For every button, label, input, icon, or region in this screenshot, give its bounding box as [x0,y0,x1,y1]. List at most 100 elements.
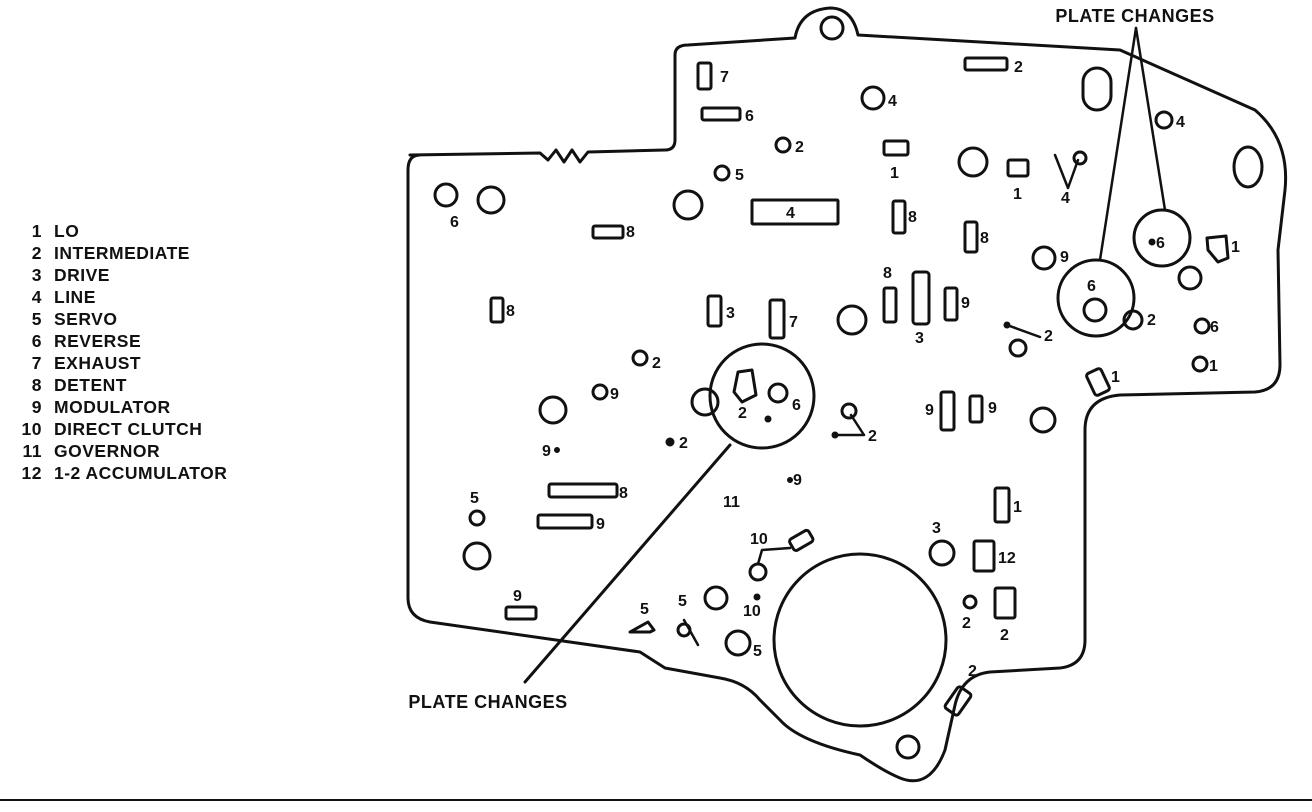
port-label: 5 [678,593,687,610]
leader-line [1134,26,1167,212]
port-opening [1031,245,1057,271]
slot-port [547,482,619,499]
large-bore [772,552,948,728]
slot-port [591,224,625,240]
port-opening [538,395,568,425]
port-opening [836,304,868,336]
port-opening [713,164,731,182]
port-opening [1122,309,1144,331]
port-label: 9 [513,588,522,605]
port-label: 4 [1176,114,1185,131]
port-opening [1008,338,1028,358]
passage-line [1005,323,1042,339]
slot-port [489,296,505,324]
port-label: 2 [968,663,977,680]
slot-port [943,685,973,717]
port-opening [1154,110,1174,130]
port-opening [476,185,506,215]
leader-line [523,443,732,684]
port-opening [631,349,649,367]
slot-port [943,286,959,322]
port-label: 2 [1147,312,1156,329]
slot-port [504,605,538,621]
port-opening [1193,317,1211,335]
slot-port [911,270,931,326]
port-label: 5 [470,490,479,507]
port-label: 8 [506,303,515,320]
port-opening [1177,265,1203,291]
slot-port [882,286,898,324]
port-label: 4 [888,93,897,110]
port-label: 9 [596,516,605,533]
slot-port [1006,158,1030,178]
port-opening [703,585,729,611]
port-opening [690,387,720,417]
port-label: 6 [450,214,459,231]
port-label: 8 [908,209,917,226]
port-label: 2 [652,355,661,372]
plate-changes-callout-top: PLATE CHANGES [1055,6,1214,26]
port-label: 3 [932,520,941,537]
slot-port [536,513,594,530]
slot-hole [1232,145,1264,189]
port-opening [1029,406,1057,434]
slot-port [788,528,815,552]
slot-port [963,220,979,254]
port-label: 2 [1014,59,1023,76]
leader-line [1098,26,1138,262]
slot-port [939,390,956,432]
port-opening [462,541,492,571]
port-label: 1 [1013,499,1022,516]
port-label: 11 [723,494,740,511]
port-label: 1 [1209,358,1218,375]
port-opening [928,539,956,567]
port-label: 9 [1060,249,1069,266]
plate-change-circle-top [1132,208,1192,268]
port-opening [962,594,978,610]
port-label: 9 [793,472,802,489]
port-label: 2 [1044,328,1053,345]
port-opening [1082,297,1108,323]
port-label: 9 [610,386,619,403]
port-label: 6 [1156,235,1165,252]
port-opening [1072,150,1088,166]
port-dot [1003,321,1011,329]
port-label: 1 [1013,186,1022,203]
port-opening [748,562,768,582]
port-dot [554,447,560,453]
port-label: 2 [962,615,971,632]
slot-port [750,198,840,226]
slot-port [1085,367,1111,397]
port-label: 6 [792,397,801,414]
port-dot [753,593,761,601]
port-label: 4 [1061,190,1070,207]
port-label: 8 [980,230,989,247]
port-opening [840,402,858,420]
port-opening [433,182,459,208]
passage-line [756,546,792,566]
slot-port [628,620,656,634]
port-opening [1191,355,1209,373]
port-label: 9 [925,402,934,419]
slot-port [963,56,1009,72]
slot-hole [1081,66,1113,112]
port-label: 3 [915,330,924,347]
port-opening [468,509,486,527]
port-label: 6 [745,108,754,125]
passage-line [1053,153,1080,190]
port-dot [831,431,839,439]
port-label: 10 [743,603,761,620]
port-dot [764,415,772,423]
slot-port [706,294,723,328]
slot-port [993,486,1011,524]
port-label: 6 [1087,278,1096,295]
